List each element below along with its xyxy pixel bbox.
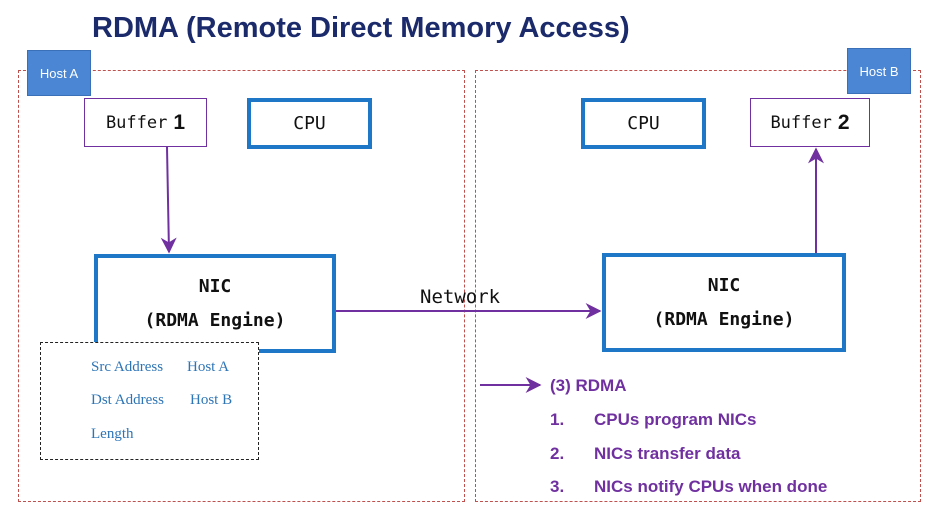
nic-a-box: NIC (RDMA Engine) xyxy=(94,254,336,353)
step-2-num: 2. xyxy=(550,444,565,463)
dst-address-value: Host B xyxy=(190,392,233,408)
buffer-2-label: Buffer xyxy=(770,112,832,133)
nic-b-box: NIC (RDMA Engine) xyxy=(602,253,846,352)
src-address-value: Host A xyxy=(187,359,230,375)
cpu-b-label: CPU xyxy=(627,113,660,134)
step-3-num: 3. xyxy=(550,477,565,496)
cpu-a-box: CPU xyxy=(247,98,372,149)
buffer-1-label: Buffer xyxy=(105,112,168,133)
nic-b-engine-label: (RDMA Engine) xyxy=(653,308,795,330)
host-b-tag: Host B xyxy=(847,48,911,94)
cpu-b-box: CPU xyxy=(581,98,706,149)
step-1-num: 1. xyxy=(550,410,565,429)
nic-a-label: NIC xyxy=(198,275,232,297)
cpu-a-label: CPU xyxy=(293,113,326,134)
nic-a-engine-label: (RDMA Engine) xyxy=(144,309,286,331)
nic-b-label: NIC xyxy=(707,274,741,296)
buffer-1-number: 1 xyxy=(173,110,186,134)
packet-info-box: Src Address Host A Dst Address Host B Le… xyxy=(40,342,259,460)
src-address-field: Src Address xyxy=(91,359,164,375)
step-3-text: NICs notify CPUs when done xyxy=(594,477,828,496)
network-label: Network xyxy=(420,286,501,308)
steps-heading: (3) RDMA xyxy=(550,376,627,395)
buffer-2-number: 2 xyxy=(837,110,850,134)
length-field: Length xyxy=(91,426,134,442)
step-2-text: NICs transfer data xyxy=(594,444,741,463)
page-title: RDMA (Remote Direct Memory Access) xyxy=(92,12,630,44)
host-a-tag: Host A xyxy=(27,50,91,96)
host-a-region xyxy=(18,70,465,502)
dst-address-field: Dst Address xyxy=(91,392,164,408)
host-b-region xyxy=(475,70,921,502)
step-1-text: CPUs program NICs xyxy=(594,410,757,429)
